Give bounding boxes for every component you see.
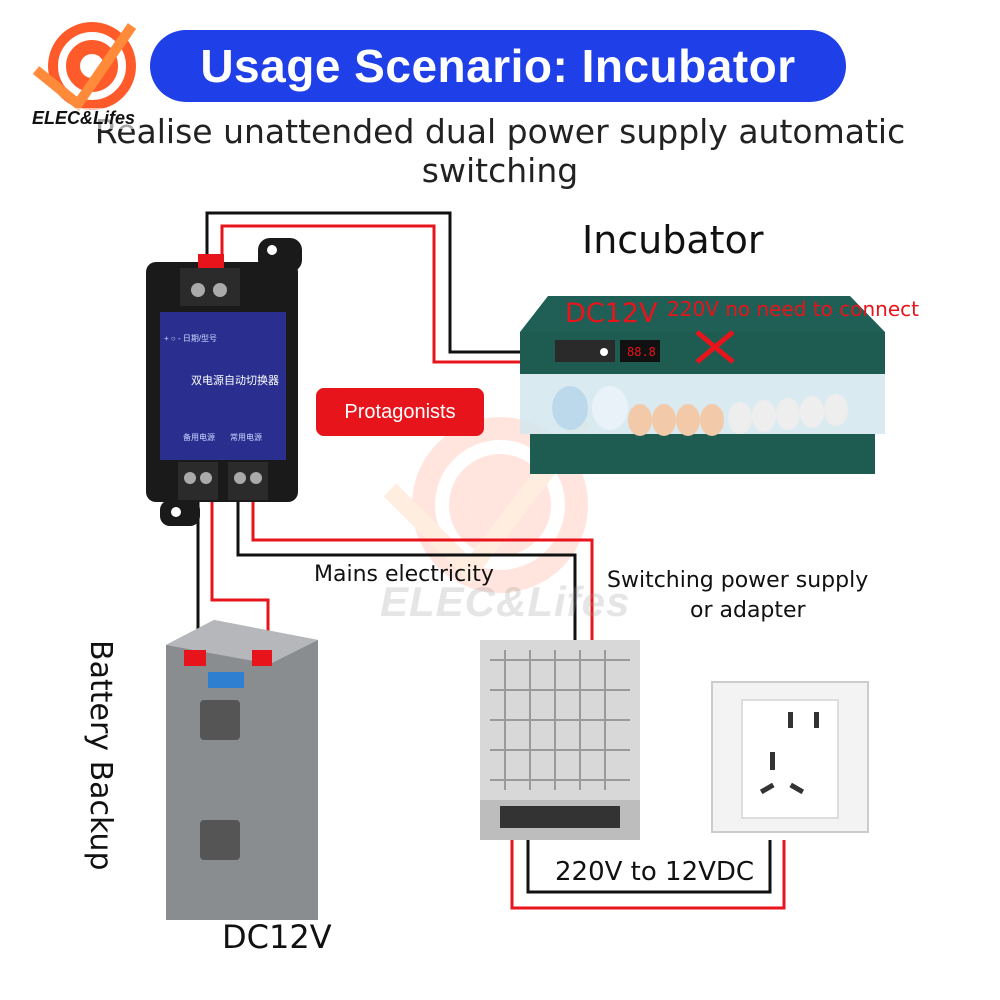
mains-label: Mains electricity bbox=[314, 562, 494, 587]
incubator-dc12v-label: DC12V bbox=[565, 298, 658, 329]
brand-logo bbox=[32, 22, 137, 112]
battery-dc12v-label: DC12V bbox=[222, 918, 332, 956]
switch-device bbox=[146, 238, 302, 526]
conversion-label: 220V to 12VDC bbox=[555, 857, 755, 887]
incubator-label: Incubator bbox=[582, 218, 764, 262]
egg-row bbox=[552, 386, 848, 436]
incubator-device: 88.8 bbox=[520, 296, 885, 474]
battery-backup-label: Battery Backup bbox=[83, 640, 118, 871]
watermark-text: ELEC&Lifes bbox=[380, 578, 631, 625]
page-subtitle: Realise unattended dual power supply aut… bbox=[94, 112, 906, 190]
page-title: Usage Scenario: Incubator bbox=[150, 30, 846, 102]
device-top-label: + ○ - 日期/型号 bbox=[164, 334, 218, 343]
battery-backup-label-wrap: Battery Backup bbox=[68, 640, 128, 890]
device-backup-label: 备用电源 bbox=[183, 433, 215, 442]
device-name-label: 双电源自动切换器 bbox=[191, 375, 279, 387]
protagonists-badge: Protagonists bbox=[316, 388, 484, 436]
device-main-label: 常用电源 bbox=[230, 433, 262, 442]
brand-text: ELEC&Lifes bbox=[32, 108, 136, 129]
wall-socket bbox=[711, 681, 869, 833]
power-supply-label-line1: Switching power supply bbox=[607, 568, 869, 593]
power-supply-device bbox=[480, 640, 640, 840]
power-supply-label-line2: or adapter bbox=[690, 598, 806, 623]
svg-text:88.8: 88.8 bbox=[627, 345, 656, 359]
battery-device bbox=[166, 620, 318, 920]
no-connect-label: 220V no need to connect bbox=[667, 297, 919, 321]
wiring bbox=[196, 211, 786, 910]
